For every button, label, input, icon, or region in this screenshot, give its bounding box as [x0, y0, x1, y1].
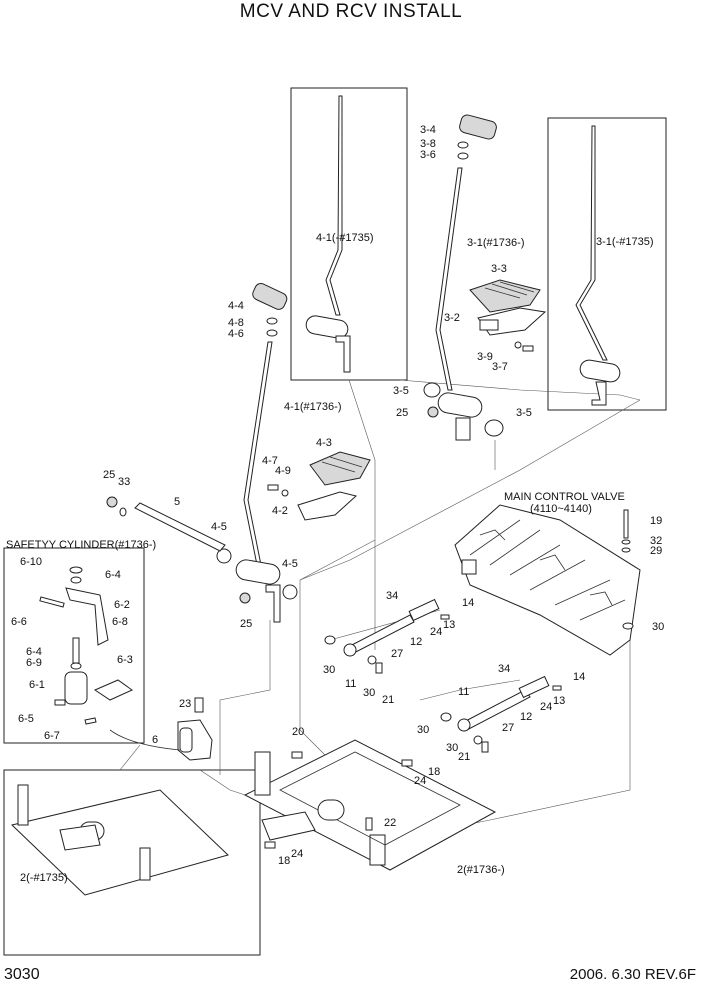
- callout: 4-5: [282, 558, 298, 570]
- shaft-5: [106, 496, 226, 552]
- lever-3-1-new: [423, 114, 547, 441]
- callout: 11: [458, 686, 469, 698]
- safety-cylinder-mounted: [109, 697, 213, 761]
- page-number: 3030: [4, 966, 40, 983]
- callout: 6: [152, 734, 158, 746]
- callout: 21: [458, 751, 470, 763]
- callout: 4-6: [228, 328, 244, 340]
- callout: 34: [386, 590, 398, 602]
- callout: 4-5: [211, 521, 227, 533]
- callout: 24: [414, 775, 426, 787]
- callout: 27: [502, 722, 514, 734]
- callout: 30: [652, 621, 664, 633]
- callout: 4-8: [228, 317, 244, 329]
- callout: 6-7: [44, 730, 60, 742]
- detail-box-bracket: [3, 769, 261, 956]
- lever-3-1-old: [575, 125, 621, 406]
- callout: 3-5: [516, 407, 532, 419]
- callout: 13: [443, 619, 455, 631]
- callout: 4-7: [262, 455, 278, 467]
- callout: 22: [384, 817, 396, 829]
- callout: 25: [103, 469, 115, 481]
- callout: 3-7: [492, 361, 508, 373]
- callout: 25: [240, 618, 252, 630]
- callout: 30: [363, 687, 375, 699]
- callout: 6-3: [117, 654, 133, 666]
- lever-4-1-new: [216, 283, 371, 623]
- callout: 5: [174, 496, 180, 508]
- callout: 6-4: [105, 569, 121, 581]
- callout: 3-5: [393, 385, 409, 397]
- callout: 14: [573, 671, 585, 683]
- safety-cylinder-detail: [39, 566, 133, 725]
- base-bracket-new: [243, 739, 497, 871]
- callout: 13: [553, 695, 565, 707]
- callout: 12: [520, 711, 532, 723]
- callout: 18: [278, 855, 290, 867]
- callout: 19: [650, 515, 662, 527]
- callout: 4-2: [272, 505, 288, 517]
- callout: 3-2: [444, 312, 460, 324]
- main-control-valve: [454, 504, 641, 656]
- main-control-valve-label: MAIN CONTROL VALVE: [504, 491, 625, 503]
- linkage-lower: [440, 675, 562, 753]
- base-bracket-old: [10, 784, 229, 896]
- callout: 4-1(#1736-): [284, 401, 341, 413]
- callout: 24: [291, 848, 303, 860]
- page-title: MCV AND RCV INSTALL: [239, 1, 463, 22]
- callout: 3-6: [420, 149, 436, 161]
- callout: 3-1(#1736-): [467, 237, 524, 249]
- callout: 6-4: [26, 646, 42, 658]
- callout: 34: [498, 663, 510, 675]
- callout: 20: [292, 726, 304, 738]
- linkage-upper: [324, 598, 450, 674]
- callout: 30: [323, 664, 335, 676]
- callout: 27: [391, 648, 403, 660]
- callout: 23: [179, 698, 191, 710]
- callout: 32: [650, 535, 662, 547]
- callout: 21: [382, 694, 394, 706]
- callout: 25: [396, 407, 408, 419]
- callout: 33: [118, 476, 130, 488]
- detail-box-safety-cylinder: [3, 547, 145, 744]
- callout: 14: [462, 597, 474, 609]
- callout: 4-4: [228, 300, 244, 312]
- callout-labels: 4-1(-#1735) 3-4 3-8 3-6 3-1(#1736-) 3-1(…: [11, 124, 664, 884]
- callout: 2(-#1735): [20, 872, 68, 884]
- callout: 4-9: [275, 465, 291, 477]
- detail-box-right-lever: [547, 117, 667, 411]
- lever-4-1-old: [305, 95, 351, 373]
- callout: 6-6: [11, 616, 27, 628]
- callout: 3-4: [420, 124, 436, 136]
- safety-cylinder-label: SAFETYY CYLINDER(#1736-): [6, 539, 156, 551]
- callout: 6-1: [29, 679, 45, 691]
- callout: 6-8: [112, 616, 128, 628]
- callout: 2(#1736-): [457, 864, 505, 876]
- callout: 11: [345, 678, 356, 690]
- main-control-valve-range: (4110~4140): [530, 503, 592, 515]
- callout: 24: [540, 701, 552, 713]
- callout: 30: [446, 742, 458, 754]
- callout: 12: [410, 636, 422, 648]
- callout: 6-9: [26, 657, 42, 669]
- callout: 6-10: [20, 556, 42, 568]
- callout: 29: [650, 545, 662, 557]
- callout: 4-1(-#1735): [316, 232, 373, 244]
- callout: 3-9: [477, 351, 493, 363]
- callout: 18: [428, 766, 440, 778]
- callout: 6-5: [18, 713, 34, 725]
- callout: 3-8: [420, 138, 436, 150]
- callout: 24: [430, 626, 442, 638]
- date-revision: 2006. 6.30 REV.6F: [569, 966, 696, 983]
- callout: 3-1(-#1735): [596, 236, 653, 248]
- callout: 30: [417, 724, 429, 736]
- callout: 4-3: [316, 437, 332, 449]
- callout: 3-3: [491, 263, 507, 275]
- callout: 6-2: [114, 599, 130, 611]
